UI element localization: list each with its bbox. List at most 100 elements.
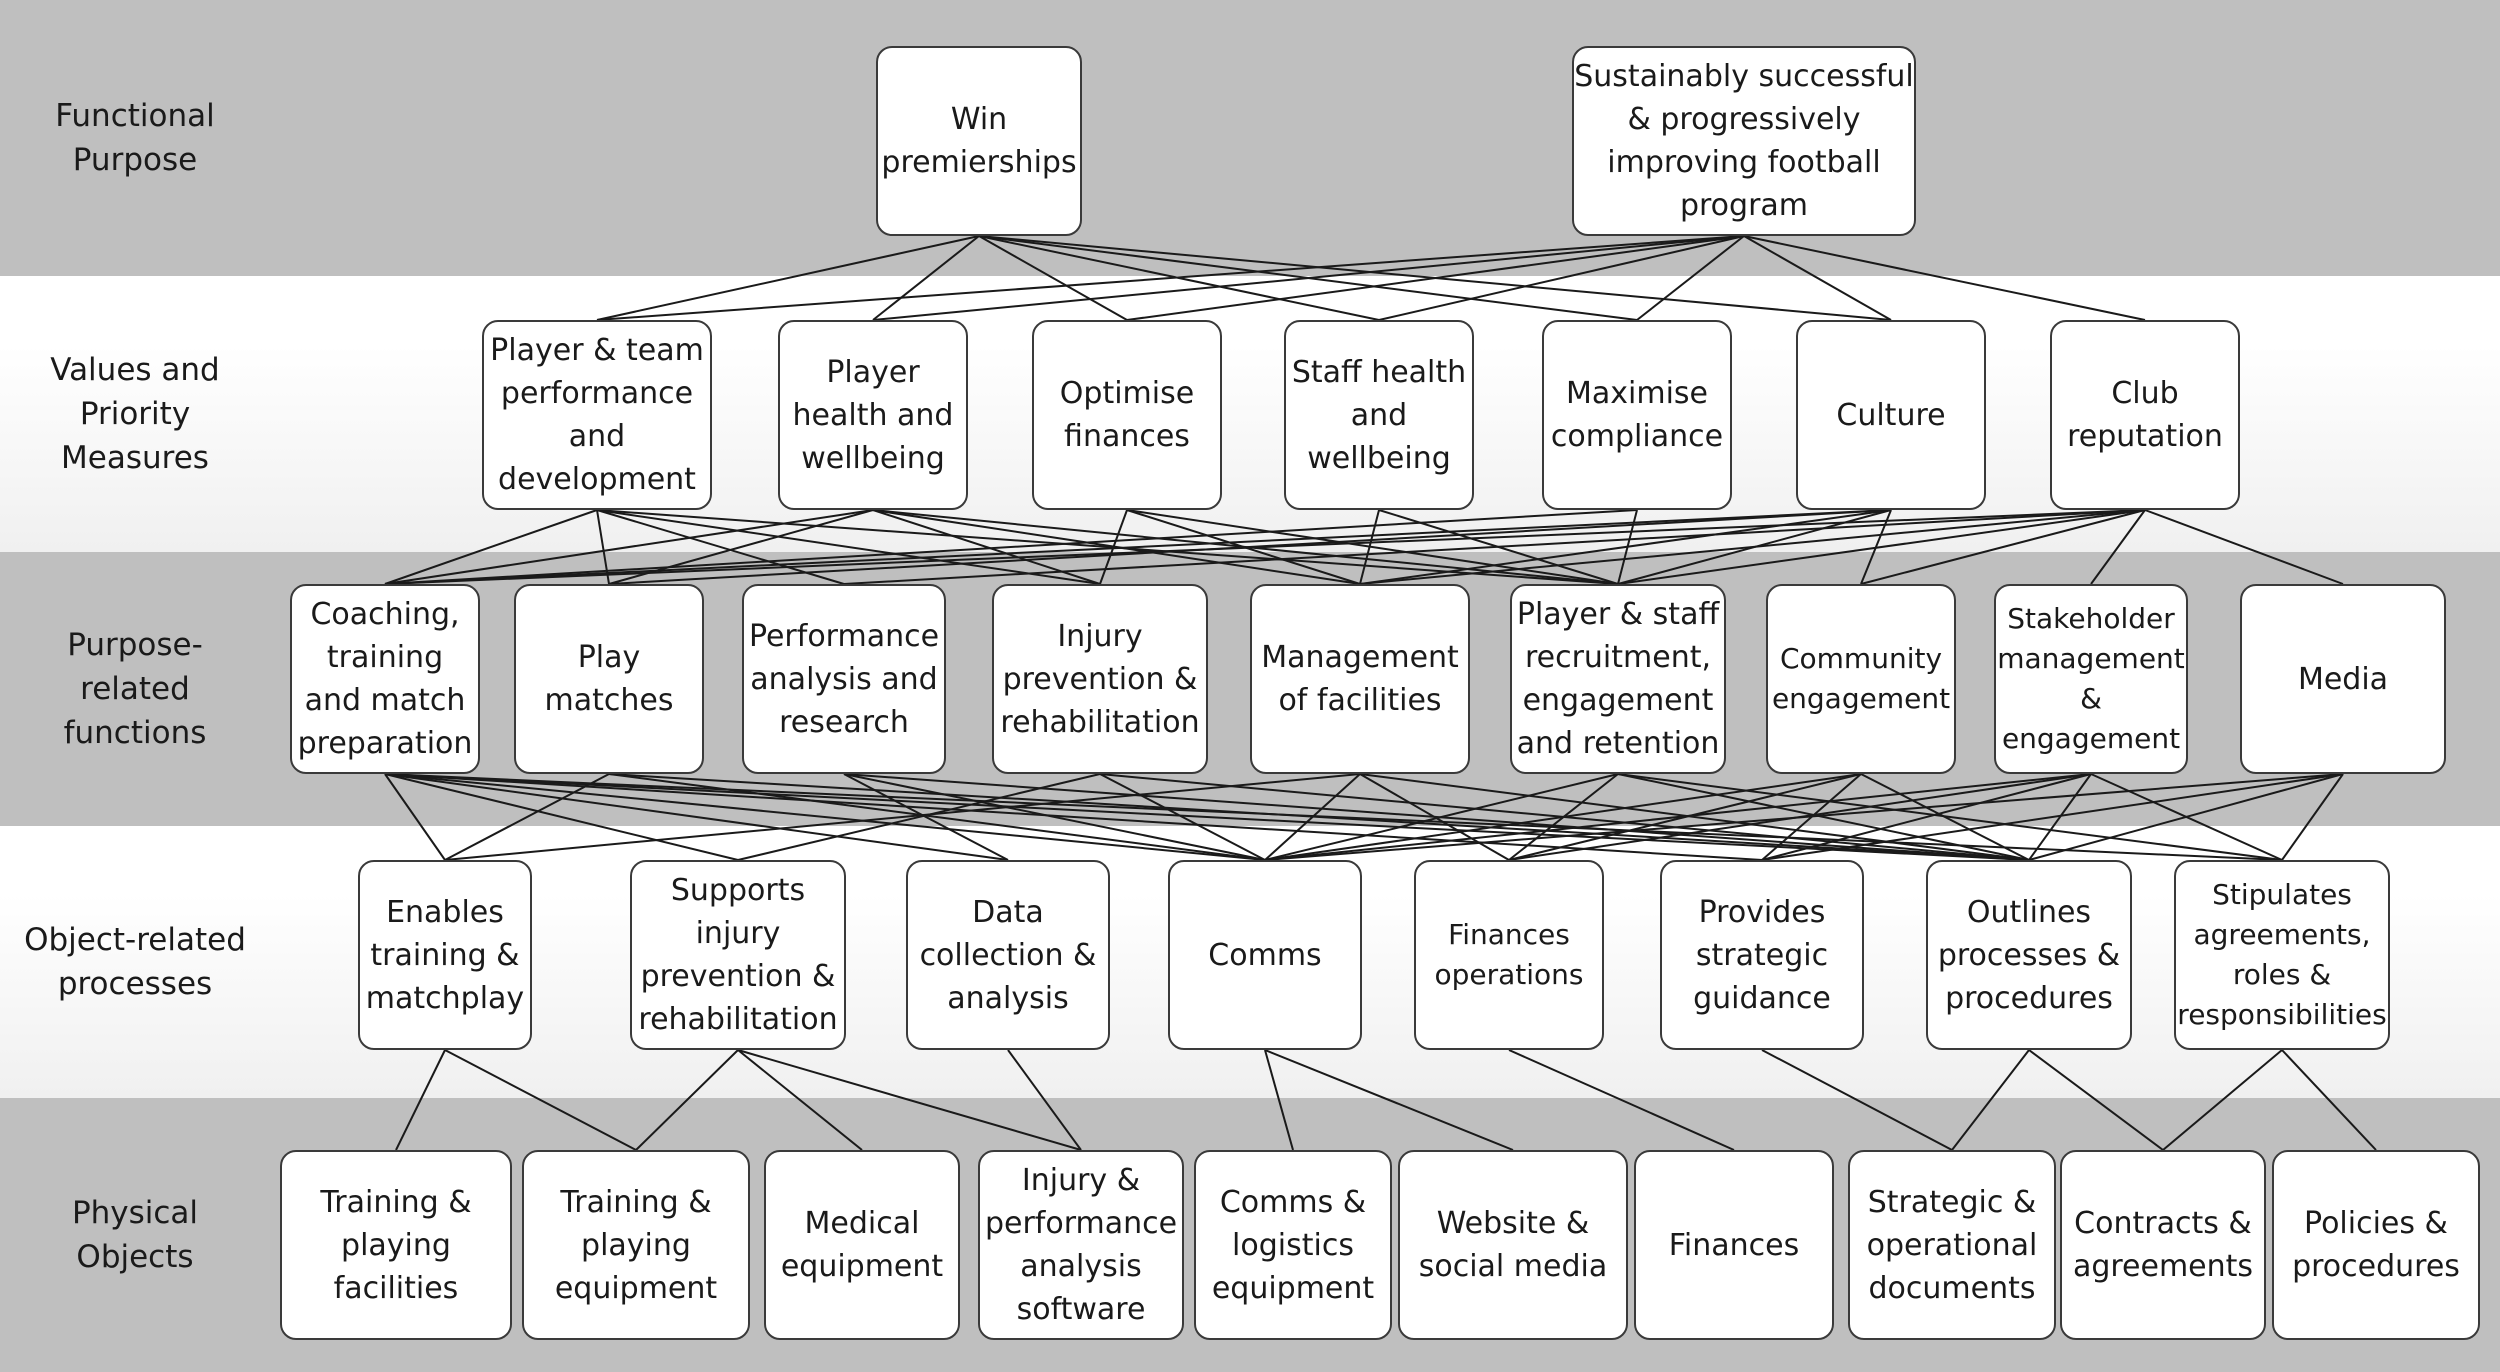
node-po-9: Policies &procedures bbox=[2272, 1150, 2480, 1340]
link-vp-prf bbox=[1617, 509, 2146, 585]
node-text-line: wellbeing bbox=[1307, 440, 1451, 476]
node-text-line: Injury bbox=[1057, 618, 1143, 654]
link-vp-prf bbox=[2144, 509, 2344, 585]
link-prf-orp bbox=[1264, 773, 1862, 861]
level-label-line: related bbox=[80, 671, 190, 707]
node-prf-1: Play matches bbox=[514, 584, 704, 774]
node-text-line: operational bbox=[1866, 1227, 2038, 1263]
level-label-line: Measures bbox=[61, 440, 209, 476]
node-po-5: Website &social media bbox=[1398, 1150, 1628, 1340]
link-prf-orp bbox=[1761, 773, 2344, 861]
link-prf-orp bbox=[1099, 773, 1266, 861]
level-label-line: functions bbox=[63, 715, 207, 751]
node-text-line: playing bbox=[581, 1227, 691, 1263]
node-text-line: engagement bbox=[1771, 682, 1951, 715]
node-text-line: Medical bbox=[804, 1206, 920, 1241]
link-prf-orp bbox=[384, 773, 1763, 861]
node-text-line: Comms bbox=[1208, 937, 1322, 973]
link-vp-prf bbox=[872, 509, 1361, 585]
node-text-line: Win bbox=[950, 102, 1008, 137]
node-text-line: management bbox=[1997, 642, 2185, 675]
link-prf-orp bbox=[1264, 773, 2344, 861]
node-text-line: compliance bbox=[1550, 419, 1724, 454]
node-text-line: development bbox=[498, 462, 696, 497]
link-prf-orp bbox=[843, 773, 1266, 861]
link-prf-orp bbox=[2028, 773, 2092, 861]
link-prf-orp bbox=[1264, 773, 1619, 861]
node-text-line: and match bbox=[304, 683, 466, 718]
link-vp-prf bbox=[384, 509, 1892, 585]
node-text-line: Player & team bbox=[490, 333, 704, 368]
node-text-line: and bbox=[568, 419, 626, 454]
node-text-line: Enables bbox=[386, 894, 504, 930]
node-text-line: prevention & bbox=[1002, 661, 1198, 697]
node-text-line: operations bbox=[1434, 958, 1584, 991]
node-text-line: roles & bbox=[2232, 958, 2332, 991]
link-prf-orp bbox=[1359, 773, 2030, 861]
node-text-line: prevention & bbox=[640, 959, 836, 994]
link-vp-prf bbox=[1126, 509, 1619, 585]
link-fp-vp bbox=[1743, 235, 2146, 321]
link-orp-po bbox=[1951, 1049, 2030, 1151]
node-text-line: Staff health bbox=[1291, 354, 1467, 390]
link-orp-po bbox=[1007, 1049, 1082, 1151]
node-text-line: agreements, bbox=[2193, 918, 2371, 951]
node-text-line: Sustainably successful bbox=[1574, 59, 1914, 94]
link-fp-vp bbox=[596, 235, 980, 321]
node-text-line: reputation bbox=[2067, 419, 2223, 454]
level-label-line: Purpose bbox=[72, 142, 198, 178]
node-text-line: equipment bbox=[1211, 1270, 1375, 1306]
level-label-line: Object-related bbox=[24, 922, 246, 958]
node-text-line: & bbox=[2080, 682, 2102, 715]
node-text-line: collection & bbox=[919, 937, 1097, 973]
node-text-line: & progressively bbox=[1627, 102, 1861, 137]
level-label-functional-purpose: Functional Purpose bbox=[0, 0, 270, 276]
link-orp-po bbox=[1508, 1049, 1735, 1151]
node-text-line: Culture bbox=[1836, 397, 1946, 433]
node-text-line: Play bbox=[577, 640, 641, 675]
level-label-purpose-functions: Purpose- related functions bbox=[0, 552, 270, 826]
link-orp-po bbox=[635, 1049, 739, 1151]
node-text-line: procedures bbox=[1945, 980, 2113, 1016]
node-text-line: Training & bbox=[560, 1184, 712, 1220]
node-text-line: responsibilities bbox=[2177, 998, 2387, 1031]
node-text-line: Maximise bbox=[1565, 376, 1708, 411]
link-prf-orp bbox=[2281, 773, 2344, 861]
link-fp-vp bbox=[872, 235, 1745, 321]
link-vp-prf bbox=[596, 509, 1101, 585]
node-text-line: facilities bbox=[333, 1270, 459, 1306]
link-fp-vp bbox=[1636, 235, 1745, 321]
node-text-line: social media bbox=[1418, 1249, 1608, 1284]
link-orp-po bbox=[2028, 1049, 2164, 1151]
link-fp-vp bbox=[978, 235, 1128, 321]
node-text-line: matches bbox=[544, 683, 674, 718]
node-text-line: Training & bbox=[320, 1184, 472, 1220]
node-text-line: Player & staff bbox=[1516, 597, 1720, 632]
level-label-line: processes bbox=[57, 966, 213, 1002]
link-orp-po bbox=[737, 1049, 1082, 1151]
link-vp-prf bbox=[596, 509, 845, 585]
link-prf-orp bbox=[1617, 773, 2283, 861]
link-vp-prf bbox=[384, 509, 874, 585]
node-text-line: performance bbox=[984, 1206, 1178, 1241]
node-text-line: Community bbox=[1779, 642, 1943, 675]
node-text-line: Performance bbox=[748, 618, 940, 654]
node-text-line: playing bbox=[341, 1227, 451, 1263]
link-prf-orp bbox=[444, 773, 610, 861]
node-text-line: of facilities bbox=[1278, 683, 1442, 718]
link-prf-orp bbox=[384, 773, 2030, 861]
link-orp-po bbox=[2162, 1049, 2283, 1151]
link-fp-vp bbox=[1378, 235, 1745, 321]
node-vp-4: Maximise compliance bbox=[1542, 320, 1732, 510]
